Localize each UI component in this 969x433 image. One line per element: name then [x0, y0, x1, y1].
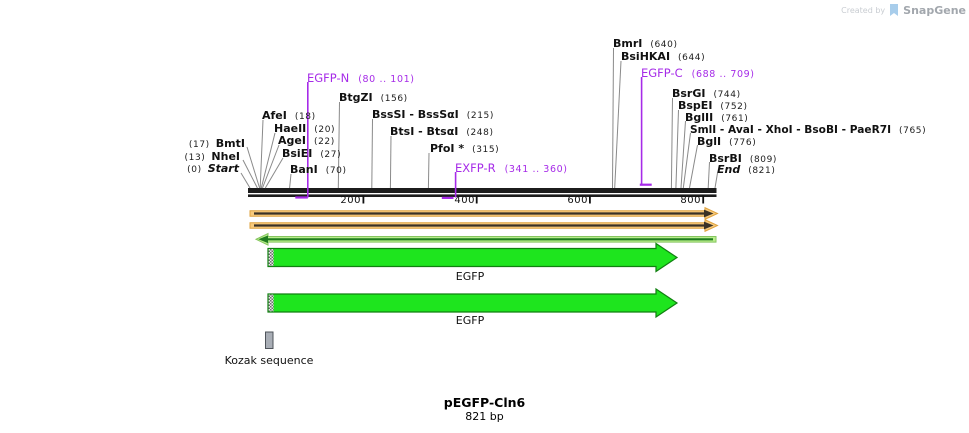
- enzyme-position: (809): [749, 155, 778, 165]
- enzyme-position: (22): [313, 137, 335, 147]
- enzyme-label-bsssi[interactable]: BssSI - BssSαI (215): [372, 107, 494, 122]
- enzyme-name: BtgZI: [339, 91, 373, 104]
- enzyme-position: (765): [899, 126, 927, 136]
- enzyme-label-smli-avai-xhoi-bsobi-paer7i[interactable]: SmlI - AvaI - XhoI - BsoBI - PaeR7I (765): [690, 122, 927, 136]
- enzyme-name: BspEI: [678, 99, 713, 112]
- ruler-ticks: [362, 195, 705, 204]
- ruler-tick-800: 800: [680, 195, 701, 206]
- plasmid-name: pEGFP-Cln6: [443, 395, 526, 410]
- primer-label-exfp-r[interactable]: EXFP-R (341 .. 360): [455, 160, 568, 176]
- enzyme-position: (13): [184, 153, 206, 163]
- primer-range: (341 .. 360): [504, 164, 568, 175]
- enzyme-label-bglii[interactable]: BglII (761): [685, 110, 749, 125]
- enzyme-position: (17): [188, 140, 210, 150]
- enzyme-position: (18): [294, 112, 316, 122]
- ruler-tick-200: 200: [340, 195, 361, 206]
- primer-label-egfp-c[interactable]: EGFP-C (688 .. 709): [641, 65, 755, 81]
- end-name: End: [717, 163, 741, 176]
- enzyme-position: (752): [720, 102, 748, 112]
- enzyme-label-bsiei[interactable]: BsiEI (27): [282, 146, 342, 161]
- snapgene-watermark: Created by SnapGene: [841, 3, 966, 18]
- enzyme-label-bspei[interactable]: BspEI (752): [678, 98, 748, 113]
- enzyme-position: (248): [466, 128, 494, 138]
- primer-egfp-c-annotation[interactable]: [639, 77, 652, 186]
- orf-arrow-forward-1[interactable]: [249, 206, 719, 221]
- enzyme-label-btsi[interactable]: BtsI - BtsαI (248): [390, 124, 494, 139]
- enzyme-position: (215): [466, 111, 494, 121]
- kozak-sequence-label: Kozak sequence: [224, 354, 314, 367]
- enzyme-position: (640): [650, 40, 678, 50]
- enzyme-name: AgeI: [278, 134, 306, 147]
- orf-arrow-forward-2[interactable]: [249, 218, 719, 233]
- enzyme-label-bmti[interactable]: (17) BmtI: [188, 136, 245, 151]
- primer-range: (80 .. 101): [358, 74, 415, 85]
- enzyme-label-bgli[interactable]: BglI (776): [697, 134, 757, 149]
- position: (0): [187, 165, 202, 175]
- enzyme-callout-lines: [240, 47, 718, 189]
- enzyme-name: BsiEI: [282, 147, 313, 160]
- enzyme-label-agei[interactable]: AgeI (22): [278, 133, 335, 148]
- enzyme-position: (315): [472, 145, 500, 155]
- enzyme-label-bmri[interactable]: BmrI (640): [613, 36, 678, 51]
- primer-name: EGFP-N: [307, 71, 350, 85]
- kozak-sequence-box[interactable]: [265, 331, 274, 349]
- primer-label-egfp-n[interactable]: EGFP-N (80 .. 101): [307, 70, 415, 86]
- enzyme-name: BsrGI: [672, 87, 706, 100]
- enzyme-name: HaeII: [274, 122, 307, 135]
- primer-name: EGFP-C: [641, 66, 683, 80]
- enzyme-name: BsiHKAI: [621, 50, 671, 63]
- enzyme-position: (156): [380, 94, 408, 104]
- enzyme-label-btgzi[interactable]: BtgZI (156): [339, 90, 408, 105]
- enzyme-name: BsrBI: [709, 152, 742, 165]
- primer-name: EXFP-R: [455, 161, 496, 175]
- feature-label-egfp-2: EGFP: [455, 314, 485, 327]
- map-end-label: End (821): [717, 162, 776, 177]
- ruler-tick-400: 400: [454, 195, 475, 206]
- enzyme-name: BmrI: [613, 37, 643, 50]
- enzyme-label-bani[interactable]: BanI (70): [290, 162, 347, 177]
- sequence-bar: [248, 188, 717, 197]
- enzyme-name: BanI: [290, 163, 318, 176]
- enzyme-label-pfoi[interactable]: PfoI * (315): [430, 141, 500, 156]
- enzyme-position: (644): [678, 53, 706, 63]
- snapgene-logo-icon: [890, 4, 899, 16]
- start-name: Start: [207, 162, 239, 175]
- enzyme-name: NheI: [211, 150, 240, 163]
- primer-range: (688 .. 709): [691, 69, 755, 80]
- enzyme-label-afei[interactable]: AfeI (18): [262, 108, 316, 123]
- enzyme-name: BglI: [697, 135, 722, 148]
- watermark-brand: SnapGene: [903, 4, 966, 17]
- enzyme-position: (776): [729, 138, 757, 148]
- enzyme-name: BssSI - BssSαI: [372, 108, 459, 121]
- map-start-label: (0) Start: [187, 161, 239, 176]
- position: (821): [748, 166, 776, 176]
- feature-egfp-arrow-1[interactable]: [267, 242, 679, 273]
- feature-egfp-arrow-2[interactable]: [267, 287, 679, 319]
- enzyme-name: PfoI *: [430, 142, 465, 155]
- enzyme-name: BglII: [685, 111, 714, 124]
- enzyme-position: (744): [713, 90, 741, 100]
- enzyme-label-bsrgi[interactable]: BsrGI (744): [672, 86, 741, 101]
- watermark-created-by: Created by: [841, 6, 886, 15]
- primer-egfp-n-annotation[interactable]: [295, 82, 309, 199]
- enzyme-label-haeii[interactable]: HaeII (20): [274, 121, 336, 136]
- primer-exfp-r-annotation[interactable]: [441, 172, 457, 199]
- enzyme-label-bsihkai[interactable]: BsiHKAI (644): [621, 49, 706, 64]
- enzyme-name: SmlI - AvaI - XhoI - BsoBI - PaeR7I: [690, 124, 892, 136]
- plasmid-length: 821 bp: [465, 410, 504, 423]
- feature-label-egfp-1: EGFP: [455, 270, 485, 283]
- enzyme-position: (20): [314, 125, 336, 135]
- enzyme-position: (70): [325, 166, 347, 176]
- enzyme-label-bsrbi[interactable]: BsrBI (809): [709, 151, 778, 166]
- enzyme-label-nhei[interactable]: (13) NheI: [184, 149, 240, 164]
- enzyme-position: (761): [721, 114, 749, 124]
- enzyme-name: BmtI: [215, 137, 245, 150]
- orf-arrow-reverse[interactable]: [254, 232, 717, 246]
- map-title-block: pEGFP-Cln6 821 bp: [0, 395, 969, 423]
- enzyme-name: BtsI - BtsαI: [390, 125, 459, 138]
- ruler-tick-600: 600: [567, 195, 588, 206]
- enzyme-position: (27): [320, 150, 342, 160]
- enzyme-name: AfeI: [262, 109, 287, 122]
